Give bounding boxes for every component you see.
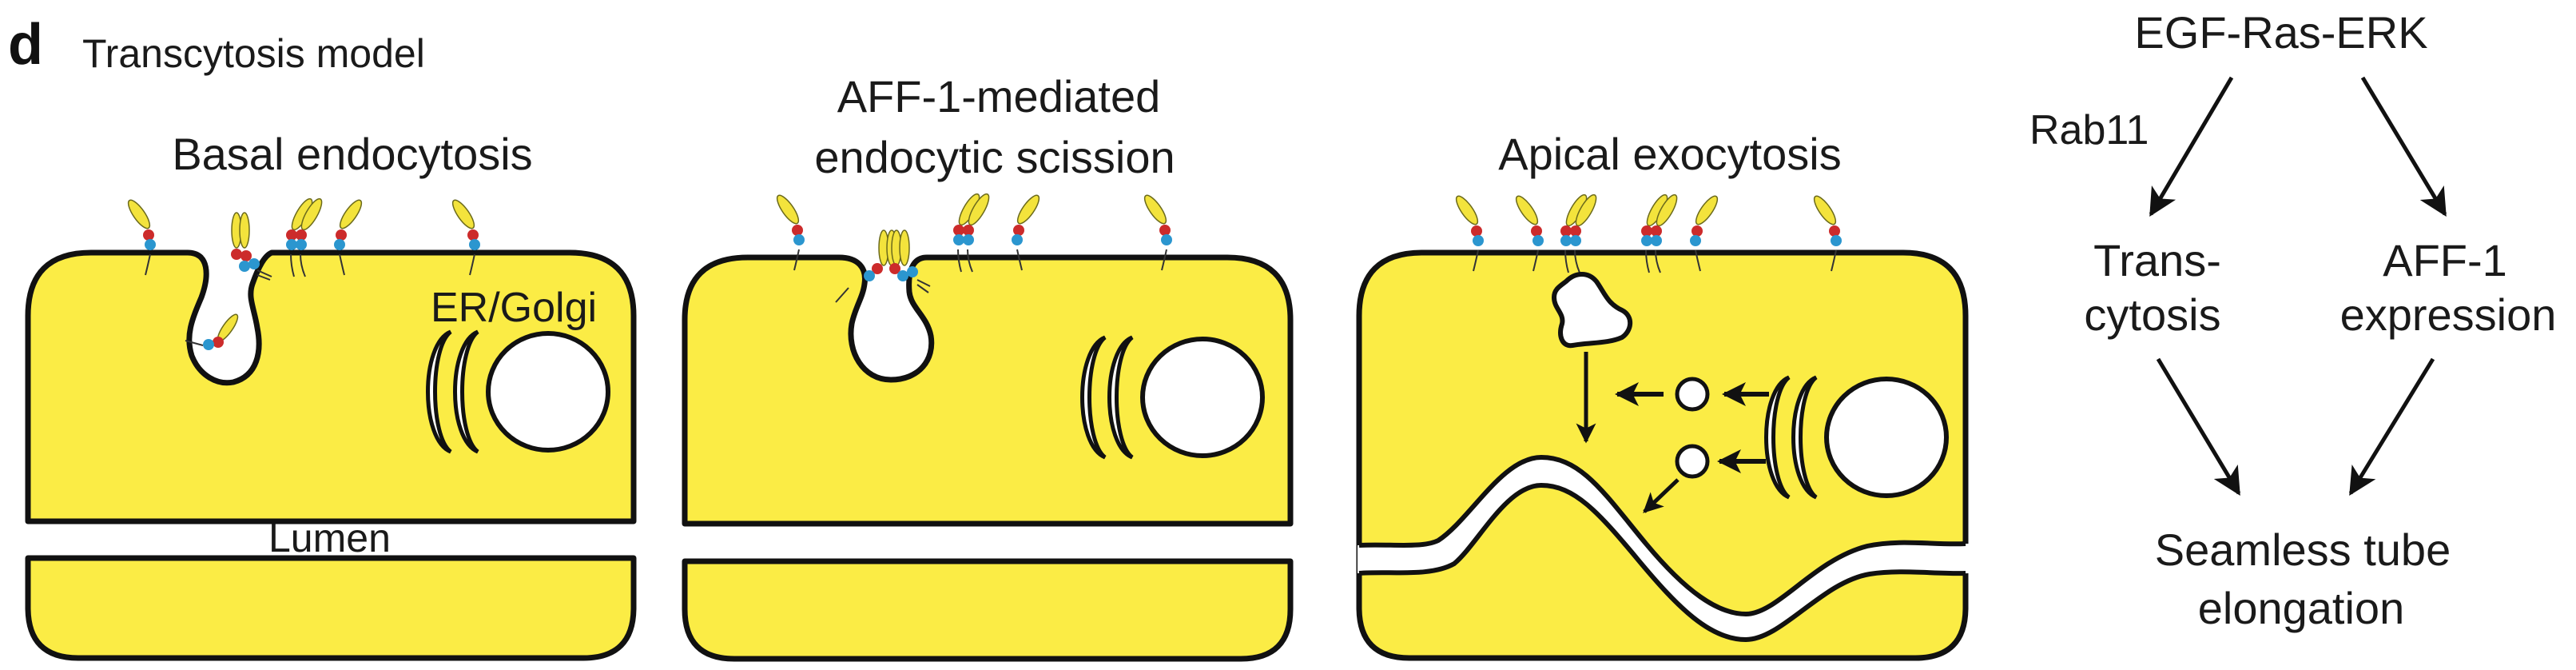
node-egf-ras-erk: EGF-Ras-ERK <box>2134 7 2427 58</box>
panel-apical-exocytosis: Apical exocytosis <box>1356 129 1969 661</box>
arrow-vesicle-to-lumen <box>1643 478 1680 513</box>
panel-title-line-1: AFF-1-mediated <box>837 71 1161 122</box>
panel-aff1-endocytic-scission: AFF-1-mediated endocytic scission <box>682 71 1294 662</box>
lower-cell <box>25 555 637 661</box>
node-elongation-line-2: elongation <box>2198 583 2404 633</box>
node-elongation-line-1: Seamless tube <box>2155 524 2451 575</box>
figure-title: Transcytosis model <box>82 31 425 76</box>
lower-cell <box>682 558 1294 662</box>
arrow-to-transcytosis <box>2149 76 2234 217</box>
arrow-to-aff1-expression <box>2360 76 2447 217</box>
node-transcytosis-line-2: cytosis <box>2084 289 2220 340</box>
panel-title: Apical exocytosis <box>1498 129 1842 179</box>
lumen-channel <box>1358 457 1969 640</box>
node-aff1-line-1: AFF-1 <box>2383 235 2507 285</box>
pit-receptor-pair <box>231 212 272 281</box>
upper-cell <box>682 254 1294 527</box>
scission-receptor-complex <box>835 229 931 303</box>
lumen-label: Lumen <box>268 516 391 560</box>
panel-title-line-2: endocytic scission <box>814 132 1175 182</box>
secretory-vesicle <box>1675 377 1710 412</box>
transcytotic-vesicle <box>1552 272 1633 349</box>
pit-receptor <box>185 313 239 350</box>
er-golgi-label: ER/Golgi <box>431 285 597 331</box>
secretory-vesicle <box>1675 444 1710 479</box>
lumen-upper-membrane <box>1358 454 1966 617</box>
node-aff1-line-2: expression <box>2340 289 2557 340</box>
arrow-aff1-to-elongation <box>2348 357 2435 496</box>
cell-body <box>1356 249 1969 661</box>
panel-basal-endocytosis: Basal endocytosis ER/Golgi Lumen <box>25 129 637 661</box>
lumen-lower-membrane <box>1358 482 1966 643</box>
node-transcytosis-line-1: Trans- <box>2093 235 2221 285</box>
pathway-diagram: EGF-Ras-ERK Rab11 Trans- cytosis AFF-1 e… <box>2029 7 2556 633</box>
upper-cell <box>25 249 637 524</box>
arrow-transcytosis-to-elongation <box>2156 357 2241 496</box>
edge-label-rab11: Rab11 <box>2029 107 2149 154</box>
panel-letter: d <box>8 13 43 77</box>
panel-title: Basal endocytosis <box>172 129 532 179</box>
